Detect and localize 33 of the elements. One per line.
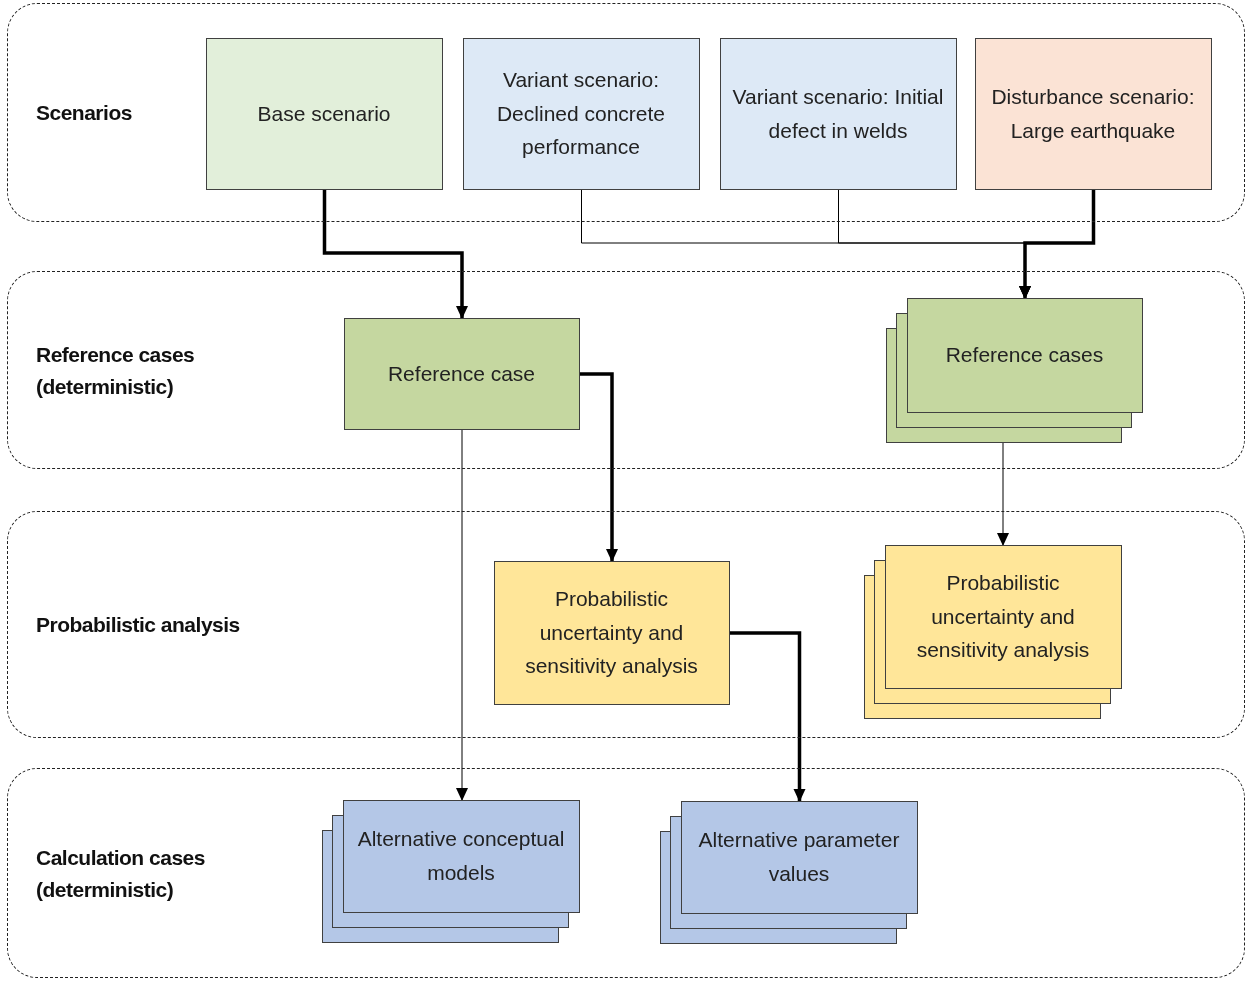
process-box xyxy=(493,560,730,705)
box-label: Base scenario xyxy=(257,100,391,127)
stacked-card xyxy=(885,297,1143,443)
process-box xyxy=(462,37,700,190)
stacked-card xyxy=(659,800,918,944)
box-label: Probabilistic uncertainty and sensitivity analysis xyxy=(915,570,1091,664)
process-box xyxy=(343,317,580,430)
box-label: Variant scenario: Initial defect in welds xyxy=(731,83,945,144)
swimlane-band xyxy=(7,3,1245,222)
connector-arrow xyxy=(730,631,806,802)
process-box xyxy=(205,37,443,190)
box-label: Probabilistic uncertainty and sensitivity analysis xyxy=(524,586,699,680)
box-label: Disturbance scenario: Large earthquake xyxy=(990,83,1196,144)
process-box xyxy=(974,37,1212,190)
stacked-card xyxy=(321,799,580,943)
lane-heading: Reference cases (deterministic) xyxy=(36,341,196,400)
box-label: Variant scenario: Declined concrete performance xyxy=(495,67,667,161)
connector-arrow xyxy=(1019,190,1096,299)
swimlane-band xyxy=(7,271,1245,469)
connector-arrow xyxy=(580,372,618,562)
stacked-card xyxy=(863,544,1122,719)
box-label: Alternative conceptual models xyxy=(356,826,566,886)
box-label: Alternative parameter values xyxy=(697,827,901,887)
swimlane-band xyxy=(7,511,1245,738)
box-label: Reference case xyxy=(387,360,536,387)
lane-heading: Calculation cases (deterministic) xyxy=(36,844,206,903)
connector-arrow xyxy=(456,429,468,801)
process-box xyxy=(719,37,957,190)
swimlane-band xyxy=(7,768,1245,978)
connector-arrow xyxy=(997,442,1009,546)
lane-heading: Probabilistic analysis xyxy=(36,611,241,638)
connector-arrow xyxy=(322,190,468,319)
box-label: Reference cases xyxy=(945,342,1104,369)
